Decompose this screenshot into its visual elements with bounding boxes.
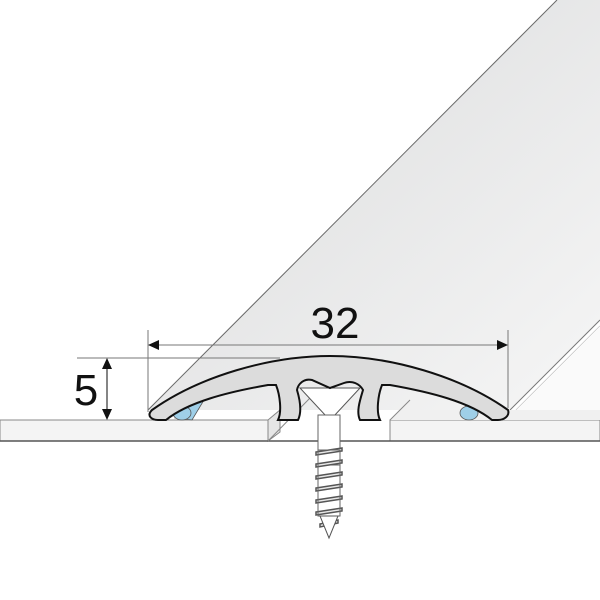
right-white-area xyxy=(516,326,600,410)
arrow-down-icon xyxy=(102,409,112,420)
plane-edge-line xyxy=(147,0,558,411)
transition-profile xyxy=(148,354,510,421)
height-dimension: 5 xyxy=(74,357,280,420)
right-floor xyxy=(389,410,600,442)
arrow-left-icon xyxy=(148,340,159,350)
right-plane-edge-line xyxy=(509,319,600,411)
shaded-plane xyxy=(148,0,600,410)
gap-line-right xyxy=(389,399,411,421)
screw xyxy=(298,387,362,540)
arrow-right-icon xyxy=(497,340,508,350)
width-label: 32 xyxy=(311,299,360,348)
height-label: 5 xyxy=(74,366,98,415)
width-dimension: 32 xyxy=(147,299,509,412)
left-floor xyxy=(0,408,281,442)
arrow-up-icon xyxy=(102,358,112,369)
